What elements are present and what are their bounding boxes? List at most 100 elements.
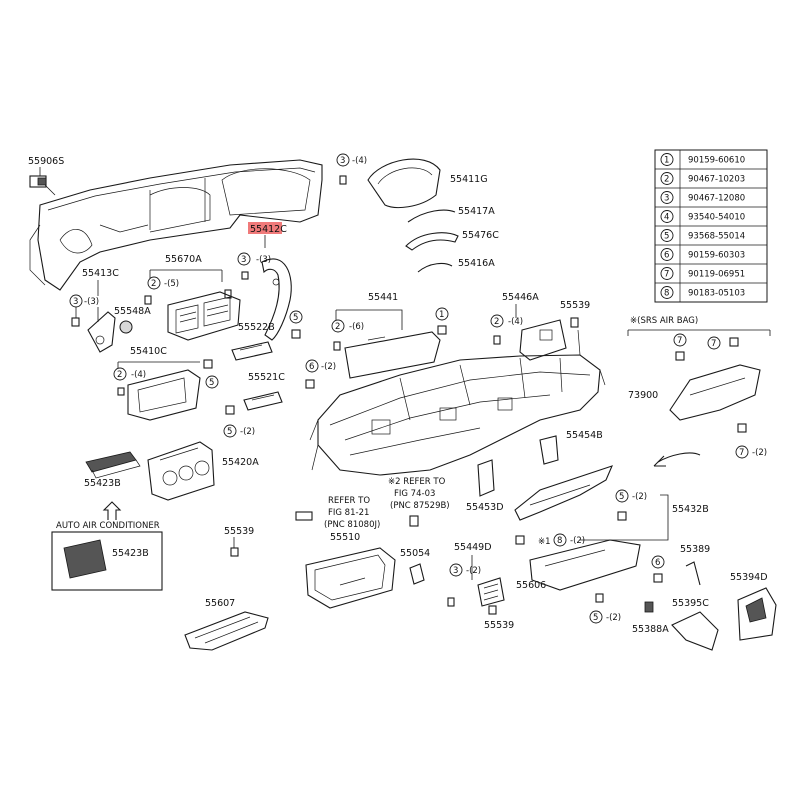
svg-text:-(2): -(2)	[466, 566, 481, 576]
screw-55412c	[241, 271, 249, 280]
callout-5-55432b: 5 -(2)	[615, 489, 647, 503]
clip-55906s	[29, 175, 56, 196]
knob-55548a	[119, 320, 133, 334]
callout-5-55522b: 5	[289, 310, 303, 324]
callout-1-55441: 1	[435, 307, 449, 321]
svg-text:2: 2	[151, 279, 156, 289]
svg-text:6: 6	[655, 558, 660, 568]
callout-7-srs-c: 7 -(2)	[735, 445, 767, 459]
label-55432b: 55432B	[672, 504, 709, 515]
table-row-circle	[660, 286, 674, 299]
svg-text:7: 7	[739, 448, 744, 458]
screw-55411g	[339, 175, 347, 185]
label-55410c: 55410C	[130, 346, 167, 357]
svg-text:3: 3	[453, 566, 458, 576]
glove-box-55510	[305, 547, 396, 609]
bracket-55454b	[539, 435, 559, 465]
svg-text:8: 8	[557, 536, 562, 546]
label-55423b-b: 55423B	[112, 548, 149, 559]
duct-55607	[184, 611, 269, 651]
table-row-index: 3	[664, 194, 669, 204]
label-55539-a: 55539	[224, 526, 254, 537]
highlight-55412c	[248, 222, 282, 234]
screw-55413c	[71, 317, 80, 327]
table-row-part-number: 90159-60303	[688, 251, 745, 261]
label-55454b: 55454B	[566, 430, 603, 441]
instrument-panel-frame	[309, 329, 606, 476]
vent-55449d	[477, 577, 505, 607]
auto-ac-box	[51, 531, 163, 591]
label-auto-ac: AUTO AIR CONDITIONER	[56, 521, 160, 531]
svg-text:7: 7	[711, 339, 716, 349]
clip-55441	[333, 341, 341, 351]
label-55521c: 55521C	[248, 372, 285, 383]
table-row-circle	[660, 229, 674, 242]
bracket-55453d	[477, 459, 495, 497]
screw-srs-b	[729, 337, 739, 347]
clip-55446a	[493, 335, 501, 345]
callout-5-55410c: 5	[205, 375, 219, 389]
svg-text:2: 2	[335, 322, 340, 332]
trim-55412c	[261, 258, 292, 341]
clip-55670a	[144, 295, 152, 305]
svg-text:-(2): -(2)	[632, 492, 647, 502]
screw-55441	[437, 325, 447, 335]
label-55416a: 55416A	[458, 258, 495, 269]
label-55054: 55054	[400, 548, 430, 559]
clip-55539-a	[230, 547, 239, 557]
screw-srs-a	[675, 351, 685, 361]
table-row-part-number: 90467-12080	[688, 194, 745, 204]
label-55476c: 55476C	[462, 230, 499, 241]
label-55389: 55389	[680, 544, 710, 555]
table-row-circle	[660, 172, 674, 185]
svg-text:-(4): -(4)	[131, 370, 146, 380]
callout-3-55412c: 3 -(3)	[237, 252, 271, 266]
svg-text:-(2): -(2)	[570, 536, 585, 546]
switch-panel-55522b	[231, 341, 273, 361]
ac-unit-55423b-b	[63, 539, 107, 579]
arrow-auto-ac	[102, 501, 122, 520]
trim-55417a	[407, 209, 456, 223]
part-55054	[409, 563, 425, 585]
screw-6	[305, 379, 315, 389]
trim-55416a	[417, 262, 453, 273]
svg-text:5: 5	[619, 492, 624, 502]
table-row-index: 7	[664, 270, 669, 280]
screw-55432b	[617, 511, 627, 521]
label-55522b: 55522B	[238, 322, 275, 333]
table-row-circle	[660, 210, 674, 223]
svg-text:5: 5	[227, 427, 232, 437]
svg-text:-(6): -(6)	[349, 322, 364, 332]
svg-text:-(3): -(3)	[256, 255, 271, 265]
table-row-part-number: 93540-54010	[688, 213, 745, 223]
cluster-hood-55411g	[367, 158, 441, 209]
curved-arrow	[657, 452, 701, 463]
refer2-line3: (PNC 87529B)	[390, 501, 450, 511]
svg-text:-(3): -(3)	[84, 297, 99, 307]
svg-text:-(2): -(2)	[240, 427, 255, 437]
svg-text:-(2): -(2)	[321, 362, 336, 372]
svg-text:-(2): -(2)	[752, 448, 767, 458]
refer2-line1: ※2 REFER TO	[388, 477, 446, 487]
trim-55476c	[405, 232, 459, 251]
callout-2-55446a: 2 -(4)	[490, 314, 523, 328]
callout-3-55413c: 3 -(3)	[69, 294, 99, 308]
callout-3-55411g: 3 -(4)	[336, 153, 367, 167]
screw-55522b	[291, 329, 301, 339]
table-row-circle	[660, 191, 674, 204]
svg-text:-(5): -(5)	[164, 279, 179, 289]
screw-srs-c	[737, 423, 747, 433]
label-73900: 73900	[628, 390, 658, 401]
panel-55446a	[519, 319, 567, 361]
part-refer2	[409, 515, 419, 527]
label-55420a: 55420A	[222, 457, 259, 468]
ac-panel-55420a	[147, 441, 215, 501]
svg-text:5: 5	[293, 313, 298, 323]
label-55510: 55510	[330, 532, 360, 543]
clip-55539-b	[570, 317, 579, 328]
clip-55539-c	[488, 605, 497, 615]
table-row-index: 8	[664, 289, 669, 299]
svg-text:-(4): -(4)	[508, 317, 523, 327]
label-55446a: 55446A	[502, 292, 539, 303]
